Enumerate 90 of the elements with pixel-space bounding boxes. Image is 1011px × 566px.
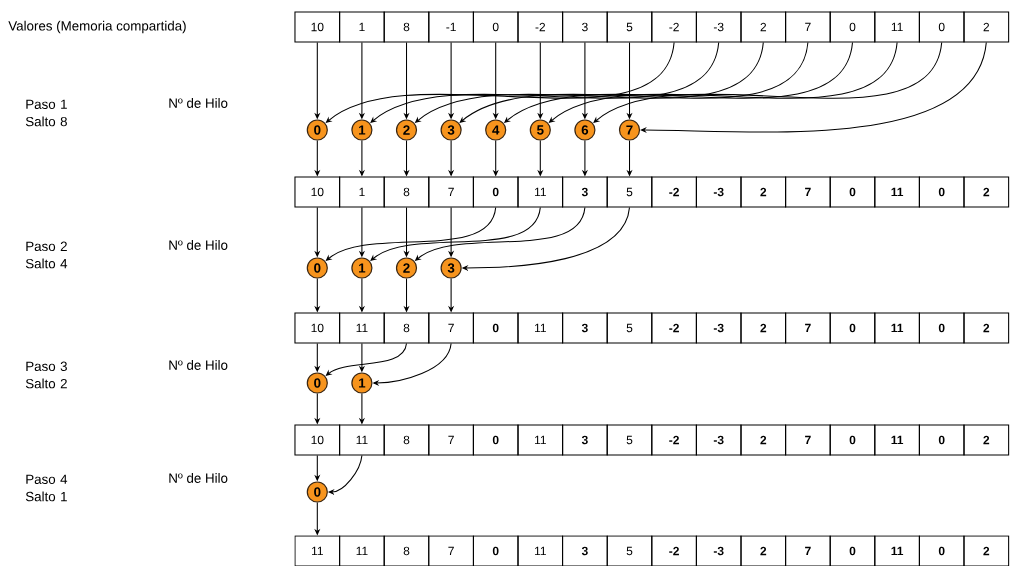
array-cell: 7 [428,176,474,208]
array-cell: 11 [517,176,564,208]
array-cell: 10 [294,176,341,208]
array-cell: 0 [829,11,876,43]
array-cell: 0 [472,176,519,208]
array-cell: 1 [339,11,385,43]
array-cell: 11 [294,535,341,566]
array-cell: -2 [651,535,697,566]
array-cell: -1 [428,11,474,43]
array-cell: 10 [294,424,341,456]
step-label: Paso 4 Salto 1 [25,474,68,502]
step-label: Paso 2 Salto 4 [25,241,68,269]
array-cell: -2 [651,11,697,43]
array-cell: 3 [562,535,608,566]
array-cell: 2 [963,312,1010,344]
array-cell: 5 [606,424,653,456]
array-title: Valores (Memoria compartida) [8,20,186,34]
array-cell: -3 [695,424,742,456]
array-cell: 7 [785,424,831,456]
array-cell: 8 [383,535,430,566]
array-cell: 0 [918,312,965,344]
array-cell: 11 [874,176,920,208]
array-cell: 11 [339,535,385,566]
array-cell: 2 [740,11,787,43]
array-cell: 2 [740,176,787,208]
thread-label: Nº de Hilo [169,240,228,250]
array-cell: 0 [829,312,876,344]
array-cell: -3 [695,312,742,344]
array-cell: 7 [428,424,474,456]
array-cell: 0 [472,312,519,344]
array-cell: 11 [517,424,564,456]
array-cell: 2 [963,424,1010,456]
array-cell: 2 [740,535,787,566]
array-cell: 7 [785,312,831,344]
thread-label: Nº de Hilo [169,98,228,108]
step-label: Paso 3 Salto 2 [25,361,67,389]
array-cell: 11 [874,11,920,43]
array-cell: 0 [829,176,876,208]
array-cell: 0 [472,535,519,566]
array-cell: 8 [383,424,430,456]
array-cell: 5 [606,176,653,208]
array-cell: 7 [785,11,831,43]
step-label: Paso 1 Salto 8 [25,99,67,127]
array-cell: -2 [651,176,697,208]
array-cell: 5 [606,535,653,566]
array-cell: 7 [785,535,831,566]
array-cell: 8 [383,312,430,344]
arrow [640,42,987,134]
array-cell: 3 [562,176,608,208]
array-cell: -2 [517,11,564,43]
array-cell: 7 [428,535,474,566]
array-cell: 5 [606,11,653,43]
array-cell: 11 [339,424,385,456]
array-cell: -2 [651,424,697,456]
array-cell: 0 [472,424,519,456]
array-cell: 7 [785,176,831,208]
array-cell: 0 [918,176,965,208]
array-cell: 3 [562,424,608,456]
array-cell: -2 [651,312,697,344]
thread-label: Nº de Hilo [169,473,228,483]
array-cell: 0 [829,535,876,566]
array-cell: 7 [428,312,474,344]
array-cell: 5 [606,312,653,344]
array-cell: 2 [963,535,1010,566]
array-cell: 11 [517,535,564,566]
thread-label: Nº de Hilo [169,360,228,370]
array-cell: 1 [339,176,385,208]
array-cell: 0 [918,11,965,43]
array-cell: -3 [695,11,742,43]
array-cell: 11 [339,312,385,344]
array-cell: 8 [383,11,430,43]
array-cell: -3 [695,176,742,208]
array-cell: 0 [472,11,519,43]
array-cell: 11 [517,312,564,344]
array-cell: 0 [918,535,965,566]
array-cell: 0 [918,424,965,456]
array-cell: 10 [294,312,341,344]
array-cell: 2 [740,424,787,456]
array-cell: 3 [562,11,608,43]
array-cell: 2 [963,176,1010,208]
array-cell: 11 [874,535,920,566]
array-cell: 0 [829,424,876,456]
array-cell: 8 [383,176,430,208]
array-cell: 2 [740,312,787,344]
array-cell: 11 [874,424,920,456]
array-cell: 11 [874,312,920,344]
array-cell: 2 [963,11,1010,43]
array-cell: 3 [562,312,608,344]
array-cell: 10 [294,11,341,43]
array-cell: -3 [695,535,742,566]
